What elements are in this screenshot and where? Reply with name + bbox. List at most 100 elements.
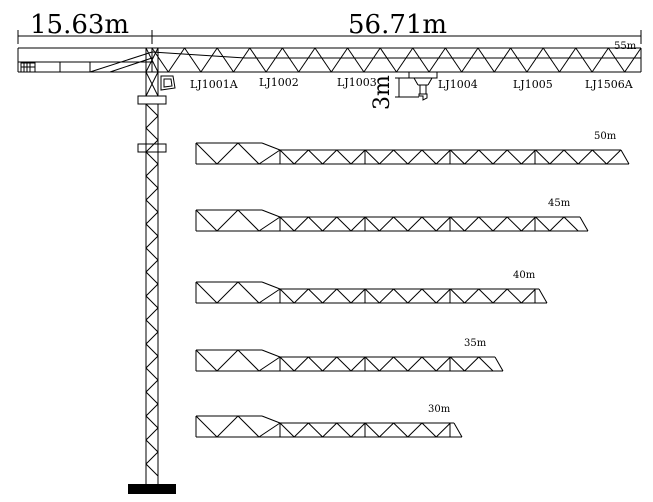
variant-lacing xyxy=(237,415,260,438)
jib-lacing xyxy=(624,47,642,73)
mast-lacing xyxy=(145,199,159,213)
variant-lacing xyxy=(421,216,437,232)
variant-lacing xyxy=(521,149,536,165)
variant-lacing xyxy=(506,288,522,304)
variant-lacing xyxy=(336,356,352,372)
variant-lacing xyxy=(535,216,551,232)
variant-top-chord xyxy=(261,281,281,290)
jib-lacing xyxy=(477,47,495,73)
variant-tip xyxy=(494,356,504,372)
variant-lacing xyxy=(379,288,394,304)
variant-top-chord xyxy=(261,415,281,424)
mast-lacing xyxy=(145,295,159,309)
variant-lacing xyxy=(364,216,380,232)
variant-lacing xyxy=(322,216,338,232)
jib-lacing xyxy=(363,47,381,73)
variant-lacing xyxy=(393,216,409,232)
dimension-lines xyxy=(17,30,642,44)
mast-lacing xyxy=(145,367,159,381)
variant-lacing xyxy=(308,149,323,165)
variant-lacing xyxy=(279,149,295,165)
variant-lacing xyxy=(293,216,309,232)
mast-lacing xyxy=(145,163,159,177)
variant-lacing xyxy=(195,349,218,372)
variant-lacing xyxy=(350,288,366,304)
variant-lacing xyxy=(336,216,352,232)
variant-lacing xyxy=(492,216,508,232)
mast-lacing xyxy=(145,463,159,477)
jib-variant-35m-label: 35m xyxy=(464,338,487,349)
jib-lacing xyxy=(281,47,300,73)
mast-lacing xyxy=(145,235,159,249)
jib-variant-50m-label: 50m xyxy=(594,131,617,142)
variant-lacing xyxy=(364,149,380,165)
mast-lacing xyxy=(145,439,159,453)
variant-top-chord xyxy=(261,209,281,218)
variant-lacing xyxy=(393,422,409,438)
jib-lacing xyxy=(607,47,626,73)
variant-lacing xyxy=(364,356,380,372)
jib-variant-30m: 30m xyxy=(195,404,463,438)
variant-lacing xyxy=(450,288,465,304)
jib-lacing xyxy=(216,47,234,73)
counter-jib xyxy=(17,47,153,73)
variant-lacing xyxy=(216,209,239,232)
jib-variant-truss xyxy=(195,209,589,232)
variant-lacing xyxy=(549,149,565,165)
jib-lacing xyxy=(526,47,544,73)
variant-lacing xyxy=(549,216,565,232)
main-jib-dimension: 56.71m xyxy=(348,10,447,40)
mast-lacing xyxy=(145,343,159,357)
mast-lacing xyxy=(145,259,159,273)
variant-lacing xyxy=(237,349,260,372)
section-label-lj1003: LJ1003 xyxy=(337,76,377,89)
jib-lacing xyxy=(412,47,430,73)
variant-lacing xyxy=(216,142,239,165)
variant-lacing xyxy=(563,149,579,165)
mast-lacing xyxy=(145,103,159,117)
variant-lacing xyxy=(216,415,239,438)
variant-lacing xyxy=(350,149,366,165)
variant-lacing xyxy=(393,149,409,165)
variant-lacing xyxy=(421,422,437,438)
variant-lacing xyxy=(216,349,239,372)
jib-lacing xyxy=(428,47,446,73)
mast-lacing xyxy=(145,307,159,321)
jib-variant-truss xyxy=(195,142,630,165)
variant-lacing xyxy=(258,216,281,232)
jib-variant-40m-label: 40m xyxy=(513,270,536,281)
jib-lacing xyxy=(151,47,169,73)
variant-lacing xyxy=(322,422,338,438)
trolley xyxy=(408,71,438,101)
variant-lacing xyxy=(237,281,260,304)
jib-lacing xyxy=(200,47,218,73)
variant-lacing xyxy=(478,288,494,304)
mast-lacing xyxy=(145,187,159,201)
variant-lacing xyxy=(308,216,323,232)
tower-base xyxy=(128,484,176,494)
variant-lacing xyxy=(258,422,281,438)
jib-lacing xyxy=(184,47,202,73)
mast-lacing xyxy=(145,139,159,153)
jib-variant-40m: 40m xyxy=(195,270,548,304)
mast-lacing xyxy=(145,271,159,285)
variant-lacing xyxy=(350,422,366,438)
mast-lacing xyxy=(145,127,159,141)
variant-lacing xyxy=(308,288,323,304)
mast-lacing xyxy=(145,427,159,441)
mast-lacing xyxy=(145,319,159,333)
jib-variant-truss xyxy=(195,281,548,304)
mast-lacing xyxy=(145,151,159,165)
variant-lacing xyxy=(293,288,309,304)
variant-lacing xyxy=(407,216,423,232)
variant-lacing xyxy=(258,149,281,165)
variant-lacing xyxy=(464,356,480,372)
jib-variant-truss xyxy=(195,349,504,372)
jib-variant-30m-label: 30m xyxy=(428,404,451,415)
variant-lacing xyxy=(506,149,522,165)
variant-lacing xyxy=(379,356,394,372)
variant-lacing xyxy=(435,356,451,372)
variant-lacing xyxy=(293,149,309,165)
mast-lacing xyxy=(145,283,159,297)
variant-lacing xyxy=(379,216,394,232)
